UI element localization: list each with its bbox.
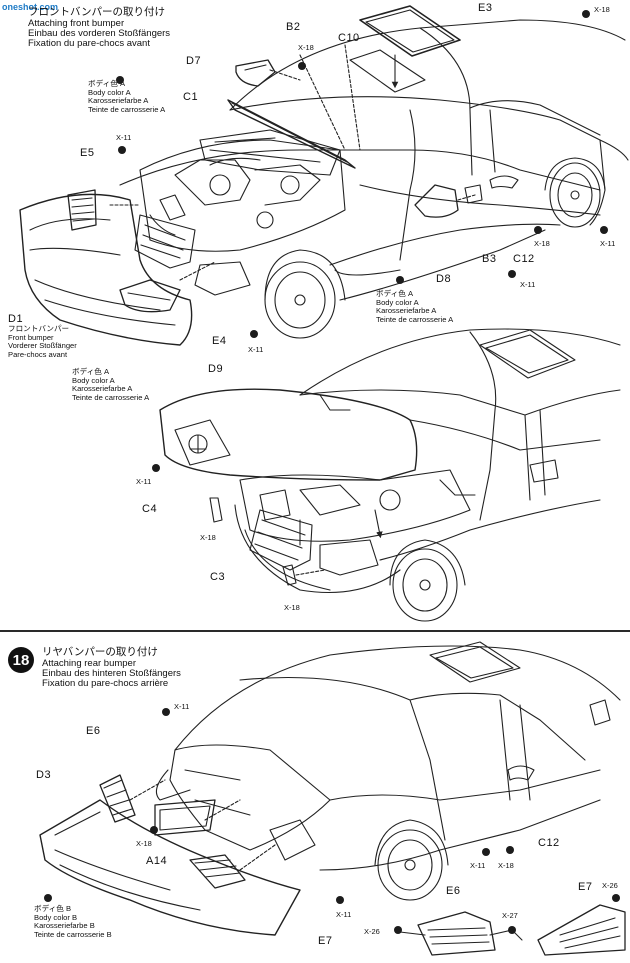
screw-dot — [298, 62, 306, 70]
step17-title-en: Attaching front bumper — [28, 18, 125, 29]
x18-wheel: X-18 — [534, 239, 550, 248]
step17-title: フロントバンパーの取り付け Attaching front bumper Ein… — [28, 4, 170, 49]
step18-title-fr: Fixation du pare-chocs arrière — [42, 678, 169, 689]
screw-dot — [250, 330, 258, 338]
label-e3: E3 — [478, 2, 493, 14]
label-d8: D8 — [436, 273, 452, 285]
x18-c4: X-18 — [200, 533, 216, 542]
label-e5: E5 — [80, 147, 95, 159]
screw-dot — [506, 846, 514, 854]
screw-dot — [152, 464, 160, 472]
screw-dot — [600, 226, 608, 234]
label-e7-loose: E7 — [578, 881, 593, 893]
label-c4: C4 — [142, 503, 158, 515]
x18-a14: X-18 — [136, 839, 152, 848]
label-c1: C1 — [183, 91, 199, 103]
screw-dot — [482, 848, 490, 856]
label-e7: E7 — [318, 935, 333, 947]
screw-dot — [508, 926, 516, 934]
watermark-logo: oneshot.com — [2, 2, 59, 12]
label-c10: C10 — [338, 32, 360, 44]
step18-title: リヤバンパーの取り付け Attaching rear bumper Einbau… — [42, 644, 181, 689]
label-a14: A14 — [146, 855, 168, 867]
x27-mid: X-27 — [502, 911, 518, 920]
car-front-view-upper — [19, 5, 629, 346]
screw-dot — [336, 896, 344, 904]
x26-right: X-26 — [602, 881, 618, 890]
x11-wheel: X-11 — [600, 239, 616, 248]
x11-e7: X-11 — [336, 910, 352, 919]
screw-dot — [162, 708, 170, 716]
x11-d9: X-11 — [136, 477, 152, 486]
step18-title-de: Einbau des hinteren Stoßfängers — [42, 668, 181, 679]
label-e6: E6 — [86, 725, 101, 737]
part-d1-caption: D1 フロントバンパー Front bumper Vorderer Stoßfä… — [8, 313, 77, 359]
paint-dot — [44, 894, 52, 902]
screw-dot — [118, 146, 126, 154]
paint-dot — [396, 276, 404, 284]
paint-dot — [116, 76, 124, 84]
paint-note-body-a-3: ボディ色 A Body color A Karosseriefarbe A Te… — [72, 367, 150, 402]
screw-dot — [508, 270, 516, 278]
label-d7: D7 — [186, 55, 202, 67]
screw-dot — [582, 10, 590, 18]
x11-e5: X-11 — [116, 133, 132, 142]
step-divider — [0, 630, 630, 632]
step18-title-en: Attaching rear bumper — [42, 658, 136, 669]
screw-dot — [612, 894, 620, 902]
label-d9: D9 — [208, 363, 224, 375]
label-d3: D3 — [36, 769, 52, 781]
label-c12: C12 — [513, 253, 535, 265]
label-c3: C3 — [210, 571, 226, 583]
screw-dot — [534, 226, 542, 234]
x11-top: X-11 — [174, 702, 190, 711]
label-b3: B3 — [482, 253, 497, 265]
screw-dot — [394, 926, 402, 934]
x26-left: X-26 — [364, 927, 380, 936]
label-e4: E4 — [212, 335, 227, 347]
x18-b2: X-18 — [298, 43, 314, 52]
car-rear-view — [39, 641, 626, 956]
x11-door: X-11 — [470, 861, 486, 870]
step-number-badge: 18 — [8, 647, 34, 673]
paint-note-body-a-2: ボディ色 A Body color A Karosseriefarbe A Te… — [376, 289, 454, 324]
paint-note-body-a-1: ボディ色 A Body color A Karosseriefarbe A Te… — [88, 79, 166, 114]
label-e6-loose: E6 — [446, 885, 461, 897]
step17-title-fr: Fixation du pare-chocs avant — [28, 38, 150, 49]
step17-title-jp: フロントバンパーの取り付け — [28, 6, 166, 18]
x18-door: X-18 — [498, 861, 514, 870]
paint-note-body-b: ボディ色 B Body color B Karosseriefarbe B Te… — [34, 904, 112, 939]
car-front-view-middle — [159, 328, 621, 622]
label-c12: C12 — [538, 837, 560, 849]
x11-e4: X-11 — [248, 345, 264, 354]
screw-dot — [150, 826, 158, 834]
x18-c3: X-18 — [284, 603, 300, 612]
x18-top: X-18 — [594, 5, 610, 14]
x11-d8: X-11 — [520, 280, 536, 289]
step18-title-jp: リヤバンパーの取り付け — [42, 646, 158, 658]
step17-title-de: Einbau des vorderen Stoßfängers — [28, 28, 171, 39]
label-b2: B2 — [286, 21, 301, 33]
